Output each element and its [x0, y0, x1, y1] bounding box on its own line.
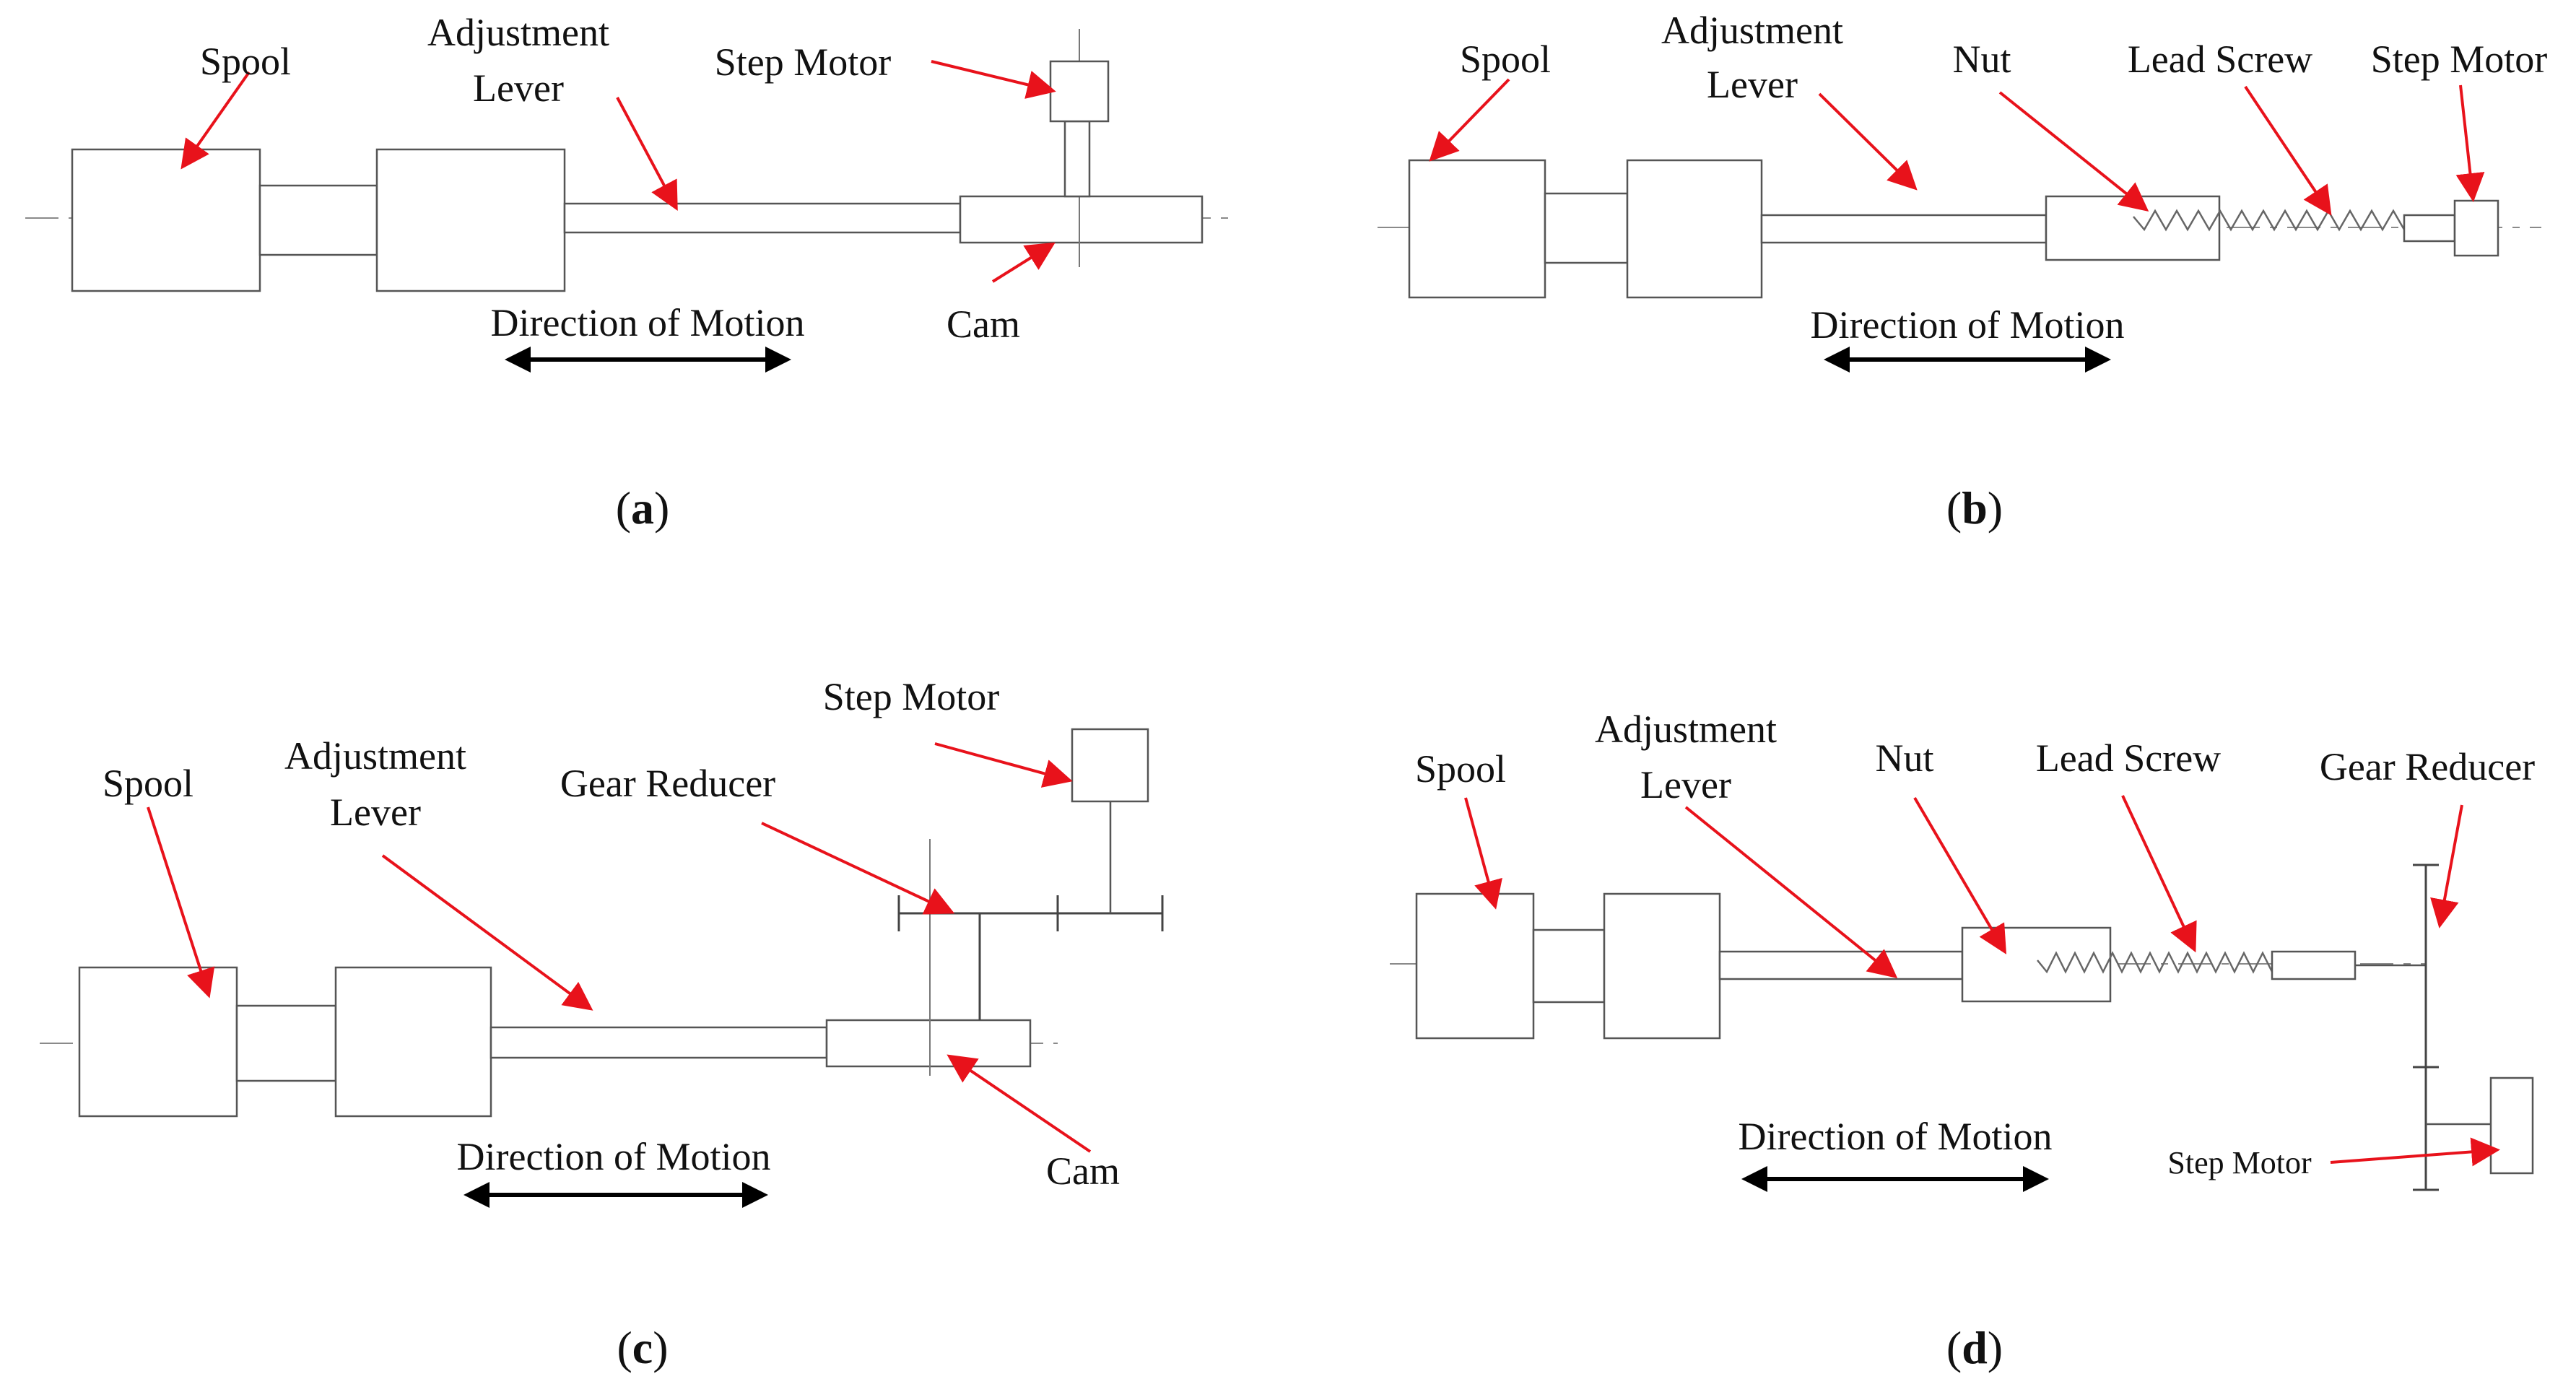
- adjustment-lever-block: [334, 966, 492, 1118]
- motor-shaft: [1063, 120, 1091, 198]
- step-motor-label: Step Motor: [2371, 38, 2548, 81]
- spool-label: Spool: [103, 762, 193, 805]
- screw-shaft: [2271, 950, 2357, 980]
- panel-d-caption: (d): [1946, 1322, 2003, 1373]
- nut-label: Nut: [1953, 38, 2011, 81]
- step-motor-block: [2453, 199, 2499, 257]
- spool-neck: [1532, 928, 1606, 1004]
- step-motor-block: [1071, 728, 1149, 803]
- lead-screw-pointer-arrow: [2121, 795, 2197, 953]
- spool-label: Spool: [200, 40, 291, 83]
- adjustment-lever-label-line2: Lever: [473, 66, 564, 110]
- motor-shaft: [2403, 214, 2456, 243]
- lead-screw-label: Lead Screw: [2036, 736, 2221, 780]
- adjustment-lever-rod: [563, 202, 962, 234]
- step-motor-pointer-arrow: [2330, 1137, 2500, 1167]
- direction-label: Direction of Motion: [491, 301, 805, 344]
- spool-pointer-arrow: [1464, 797, 1502, 910]
- lever-pointer-arrow: [381, 854, 593, 1011]
- step-motor-label: Step Motor: [823, 675, 1000, 718]
- cam-body: [959, 195, 1204, 244]
- adjustment-lever-block: [375, 148, 566, 292]
- spool-label: Spool: [1415, 747, 1506, 791]
- cam-pointer-arrow: [991, 242, 1056, 283]
- lead-screw-thread: [2133, 209, 2406, 232]
- step-motor-label: Step Motor: [2167, 1145, 2312, 1180]
- nut-label: Nut: [1876, 736, 1934, 780]
- spool-pointer-arrow: [1429, 78, 1510, 162]
- spool-label: Spool: [1460, 38, 1551, 81]
- nut-block: [2045, 195, 2221, 261]
- lever-pointer-arrow: [1818, 92, 1918, 191]
- step-motor-pointer-arrow: [931, 60, 1056, 99]
- cam-label: Cam: [1046, 1149, 1120, 1193]
- spool-body: [78, 966, 238, 1118]
- direction-label: Direction of Motion: [1739, 1115, 2053, 1158]
- panel-a: Spool Adjustment Lever Step Motor Cam Di…: [25, 11, 1235, 534]
- gear-reducer-pointer-arrow: [761, 822, 955, 915]
- spool-neck: [1544, 192, 1629, 264]
- step-motor-pointer-arrow: [2455, 84, 2485, 202]
- direction-label: Direction of Motion: [457, 1135, 771, 1178]
- spool-neck: [258, 184, 378, 256]
- adjustment-lever-label-line2: Lever: [330, 791, 421, 834]
- lead-screw-thread: [2037, 951, 2273, 974]
- adjustment-lever-rod: [489, 1026, 828, 1059]
- gear-reducer-label: Gear Reducer: [2320, 745, 2535, 788]
- panel-c-caption: (c): [617, 1322, 668, 1373]
- panel-a-caption: (a): [616, 482, 670, 534]
- cam-label: Cam: [947, 303, 1020, 346]
- adjustment-lever-label-line2: Lever: [1640, 763, 1731, 806]
- nut-pointer-arrow: [1913, 796, 2007, 954]
- spool-pointer-arrow: [147, 806, 215, 999]
- adjustment-lever-block: [1626, 159, 1763, 299]
- step-motor-block: [2489, 1076, 2534, 1175]
- spool-body: [71, 148, 261, 292]
- lever-pointer-arrow: [616, 97, 678, 212]
- adjustment-lever-rod: [1718, 950, 1964, 980]
- adjustment-lever-block: [1603, 892, 1721, 1040]
- cam-body: [825, 1019, 1032, 1068]
- nut-pointer-arrow: [1998, 91, 2149, 212]
- adjustment-lever-label-line1: Adjustment: [1595, 708, 1777, 751]
- adjustment-lever-label-line1: Adjustment: [1661, 9, 1843, 52]
- gear-reducer-label: Gear Reducer: [560, 762, 775, 805]
- step-motor-pointer-arrow: [934, 742, 1073, 788]
- gear-reducer-pointer-arrow: [2430, 804, 2463, 928]
- spool-pointer-arrow: [180, 71, 251, 170]
- step-motor-label: Step Motor: [715, 40, 892, 84]
- cam-pointer-arrow: [947, 1054, 1092, 1153]
- panel-b-caption: (b): [1946, 482, 2003, 534]
- adjustment-lever-label-line2: Lever: [1707, 63, 1798, 106]
- panel-b: Spool Adjustment Lever Nut Lead Screw St…: [1378, 9, 2547, 534]
- panel-c: Spool Adjustment Lever Gear Reducer Step…: [40, 675, 1164, 1373]
- lead-screw-pointer-arrow: [2244, 85, 2332, 216]
- spool-body: [1408, 159, 1546, 299]
- direction-label: Direction of Motion: [1811, 303, 2125, 347]
- spool-body: [1415, 892, 1535, 1040]
- lead-screw-label: Lead Screw: [2128, 38, 2312, 81]
- adjustment-lever-rod: [1760, 214, 2048, 244]
- adjustment-lever-label-line1: Adjustment: [427, 11, 609, 54]
- spool-neck: [235, 1004, 337, 1082]
- adjustment-lever-label-line1: Adjustment: [284, 734, 466, 778]
- step-motor-block: [1049, 60, 1110, 123]
- panel-d: Spool Adjustment Lever Nut Lead Screw Ge…: [1390, 708, 2535, 1373]
- lever-pointer-arrow: [1684, 806, 1898, 979]
